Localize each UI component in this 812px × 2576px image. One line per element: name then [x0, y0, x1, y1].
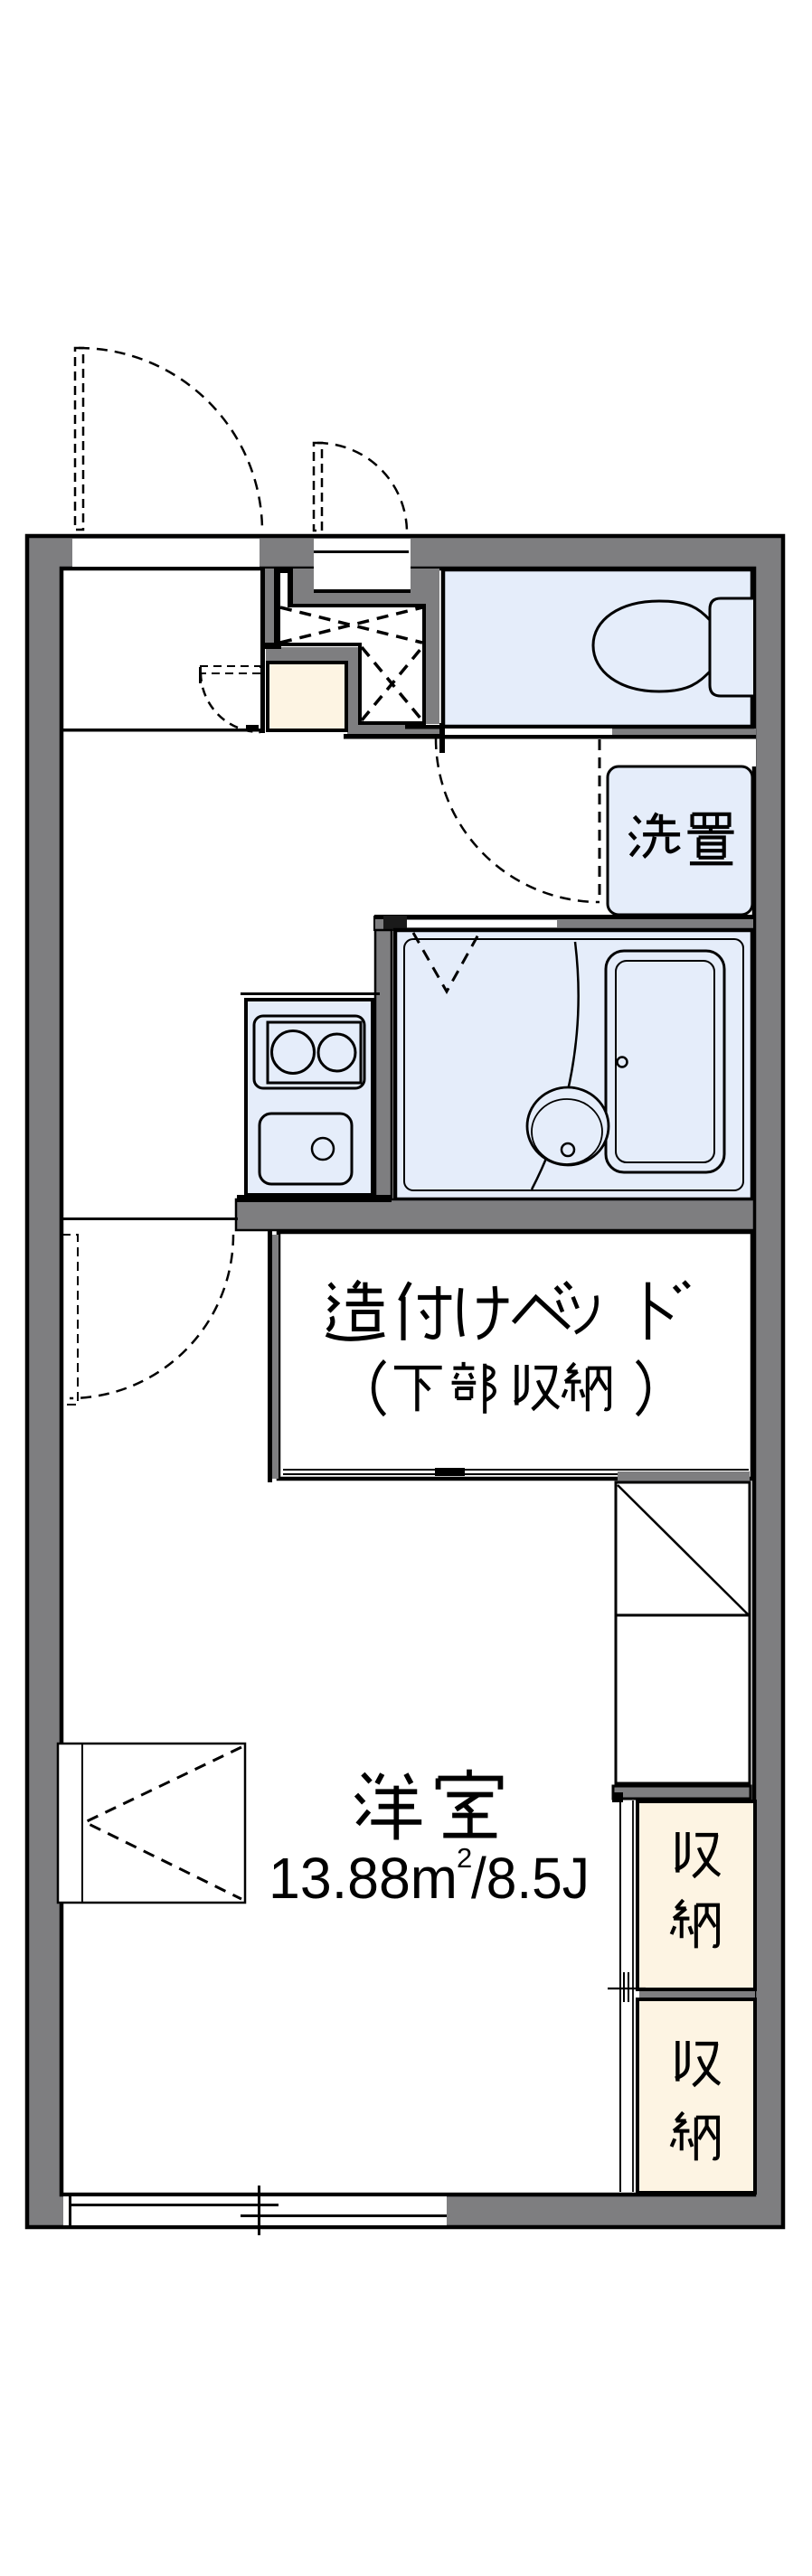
- svg-text:13.88m: 13.88m: [269, 1846, 458, 1911]
- svg-text:2: 2: [457, 1842, 472, 1874]
- svg-text:/8.5J: /8.5J: [471, 1846, 590, 1911]
